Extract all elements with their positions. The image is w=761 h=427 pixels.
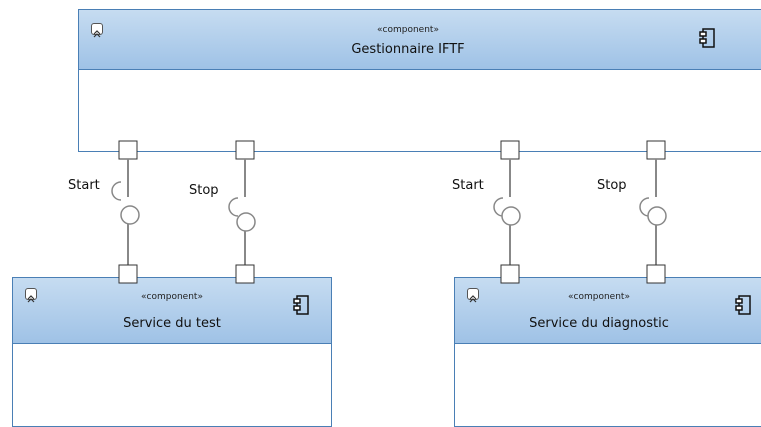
component-name: Service du diagnostic: [529, 316, 669, 331]
collapse-icon[interactable]: [467, 288, 479, 303]
component-gestionnaire[interactable]: «component» Gestionnaire IFTF: [78, 9, 761, 152]
port: [235, 140, 255, 160]
component-service-diag[interactable]: «component» Service du diagnostic: [454, 277, 761, 427]
port: [500, 140, 520, 160]
interface-label-stop-2: Stop: [597, 178, 627, 193]
socket: [493, 197, 504, 217]
component-header: «component» Gestionnaire IFTF: [79, 10, 761, 70]
socket: [111, 181, 122, 201]
port: [646, 140, 666, 160]
stereotype-label: «component»: [377, 25, 439, 35]
component-name: Gestionnaire IFTF: [351, 42, 465, 57]
lollipop: [236, 212, 256, 232]
component-header: «component» Service du diagnostic: [455, 278, 761, 344]
interface-connection-stop-2[interactable]: [639, 140, 667, 284]
interface-label-stop-1: Stop: [189, 183, 219, 198]
interface-connection-stop-1[interactable]: [228, 140, 256, 284]
collapse-icon[interactable]: [25, 288, 37, 303]
interface-label-start-2: Start: [452, 178, 484, 193]
connector-layer: [111, 140, 667, 284]
port: [646, 264, 666, 284]
component-icon: [699, 28, 715, 52]
lollipop: [501, 206, 521, 226]
lollipop: [120, 205, 140, 225]
socket: [228, 197, 239, 217]
port: [118, 140, 138, 160]
stereotype-label: «component»: [568, 292, 630, 302]
interface-label-start-1: Start: [68, 178, 100, 193]
port: [235, 264, 255, 284]
interface-connection-start-2[interactable]: [493, 140, 521, 284]
component-name: Service du test: [123, 316, 221, 331]
port: [118, 264, 138, 284]
port: [500, 264, 520, 284]
collapse-icon[interactable]: [91, 23, 103, 38]
component-header: «component» Service du test: [13, 278, 331, 344]
stereotype-label: «component»: [141, 292, 203, 302]
component-icon: [293, 295, 309, 319]
lollipop: [647, 206, 667, 226]
interface-connection-start-1[interactable]: [111, 140, 140, 284]
socket: [639, 197, 650, 217]
component-icon: [735, 295, 751, 319]
